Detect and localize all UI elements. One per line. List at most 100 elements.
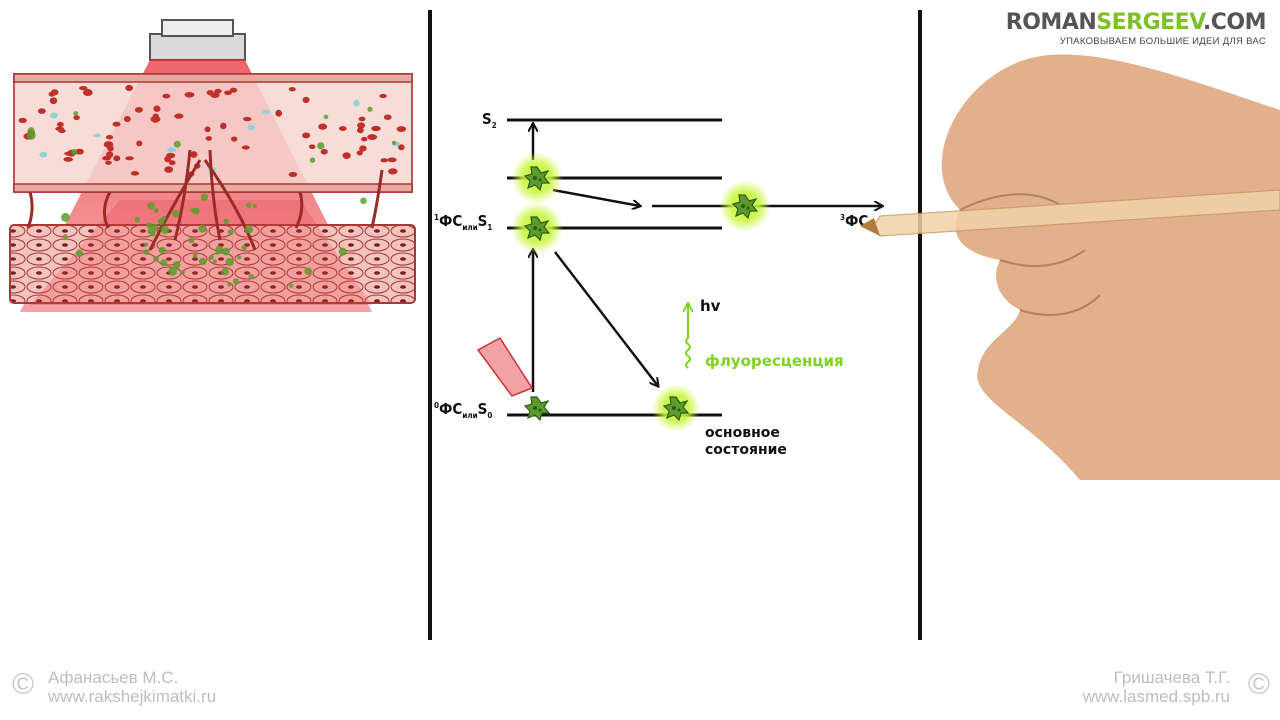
credit-right: Гришачева Т.Г. www.lasmed.spb.ru xyxy=(1082,668,1230,706)
blood-cell xyxy=(168,160,176,166)
photosensitizer-particle xyxy=(134,216,140,223)
photosensitizer-particle xyxy=(160,225,170,235)
blood-cell xyxy=(48,91,56,97)
blood-cell xyxy=(220,122,227,130)
blood-cell xyxy=(73,115,80,121)
photon-label: hv xyxy=(700,297,721,315)
blood-cell xyxy=(247,124,255,131)
photosensitizer-particle xyxy=(289,283,294,288)
blood-cell xyxy=(184,91,195,98)
photosensitizer-particle xyxy=(227,282,232,287)
label-s0: 0ФСилиS0 xyxy=(434,400,493,420)
blood-cell xyxy=(288,172,298,178)
brand-name: ROMANSERGEEV.COM xyxy=(1005,10,1267,35)
photon-emission-icon xyxy=(686,304,690,369)
blood-cell xyxy=(262,109,270,115)
blood-cell xyxy=(164,166,174,173)
photosensitizer-particle xyxy=(73,111,79,116)
blood-cell xyxy=(82,89,93,96)
fluorescence-label: флуоресценция xyxy=(705,352,844,370)
blood-cell xyxy=(241,145,250,150)
photosensitizer-particle xyxy=(221,267,229,276)
blood-cell xyxy=(302,132,311,139)
blood-cell xyxy=(356,127,364,134)
photosensitizer-particle xyxy=(227,229,234,236)
blood-cell xyxy=(204,126,211,133)
photosensitizer-particle xyxy=(323,114,329,120)
blood-cell xyxy=(112,121,121,127)
blood-cell xyxy=(388,168,398,175)
blood-cell xyxy=(318,123,328,130)
blood-cell xyxy=(63,156,73,162)
photosensitizer-particle xyxy=(304,267,312,276)
blood-cell xyxy=(380,158,389,163)
laser-probe-icon xyxy=(476,337,534,397)
blood-cell xyxy=(229,87,238,93)
blood-cell xyxy=(164,155,171,163)
photosensitizer-particle xyxy=(215,250,220,255)
label-s2: S2 xyxy=(482,110,497,130)
blood-cell xyxy=(103,141,114,148)
photosensitizer-particle xyxy=(225,257,234,267)
capillaries xyxy=(26,149,384,251)
photosensitizer-particle xyxy=(360,197,367,205)
photosensitizer-particle xyxy=(75,249,84,257)
photosensitizer-particle xyxy=(208,254,214,260)
photosensitizer-particle xyxy=(309,157,316,163)
photosensitizer-particle xyxy=(158,246,166,254)
blood-cell xyxy=(308,144,316,150)
blood-cell xyxy=(190,151,198,158)
blood-cell xyxy=(134,106,143,113)
pen-tip xyxy=(860,218,880,236)
photosensitizer-particle xyxy=(168,266,178,276)
photosensitizer-particle xyxy=(200,193,209,201)
blood-cell xyxy=(398,144,405,151)
photosensitizer-particle xyxy=(192,253,198,258)
blood-cell xyxy=(242,116,252,122)
photosensitizer-particle xyxy=(246,202,252,208)
photosensitizer-particle xyxy=(338,247,347,256)
blood-cell xyxy=(320,148,328,155)
photosensitizer-particle xyxy=(180,270,185,275)
photosensitizer-particle xyxy=(367,106,373,112)
photosensitizer-particle xyxy=(391,140,397,146)
photosensitizer-particle xyxy=(147,202,155,210)
photosensitizer-particle xyxy=(172,261,181,269)
blood-cell xyxy=(361,136,368,142)
blood-cell xyxy=(353,99,360,107)
hand-with-pen-illustration xyxy=(860,54,1280,480)
blood-cell xyxy=(136,140,143,147)
photosensitizer-particle xyxy=(71,149,78,156)
photosensitizer-particle xyxy=(172,209,180,218)
photosensitizer-particle xyxy=(144,242,149,247)
blood-cell xyxy=(205,136,213,141)
credit-left: Афанасьев М.С. www.rakshejkimatki.ru xyxy=(48,668,217,706)
blood-cell xyxy=(224,90,232,95)
photosensitizer-particle xyxy=(26,131,36,140)
photosensitizer-particle xyxy=(151,223,159,231)
blood-cell xyxy=(37,108,46,114)
photosensitizer-particle xyxy=(62,234,68,239)
blood-cell xyxy=(342,152,351,159)
blood-cell xyxy=(50,112,58,119)
photosensitizer-particle xyxy=(241,244,247,251)
blood-cell xyxy=(230,136,238,142)
photosensitizer-molecule-icon xyxy=(524,396,550,421)
blood-cell xyxy=(79,85,88,91)
blood-cell xyxy=(125,156,134,161)
frame-line-right xyxy=(918,10,922,640)
blood-cell xyxy=(383,114,392,120)
blood-cell xyxy=(49,97,58,105)
blood-cell xyxy=(18,117,27,124)
photosensitizer-particle xyxy=(61,212,70,222)
blood-cell xyxy=(102,155,111,161)
blood-cell xyxy=(113,155,121,162)
blood-cell xyxy=(288,87,296,92)
photosensitizer-particle xyxy=(153,256,159,262)
photosensitizer-particle xyxy=(160,259,168,267)
blood-cell xyxy=(123,115,131,123)
blood-cell xyxy=(371,125,381,132)
photosensitizer-particle xyxy=(198,224,207,233)
blood-cell xyxy=(379,93,387,99)
